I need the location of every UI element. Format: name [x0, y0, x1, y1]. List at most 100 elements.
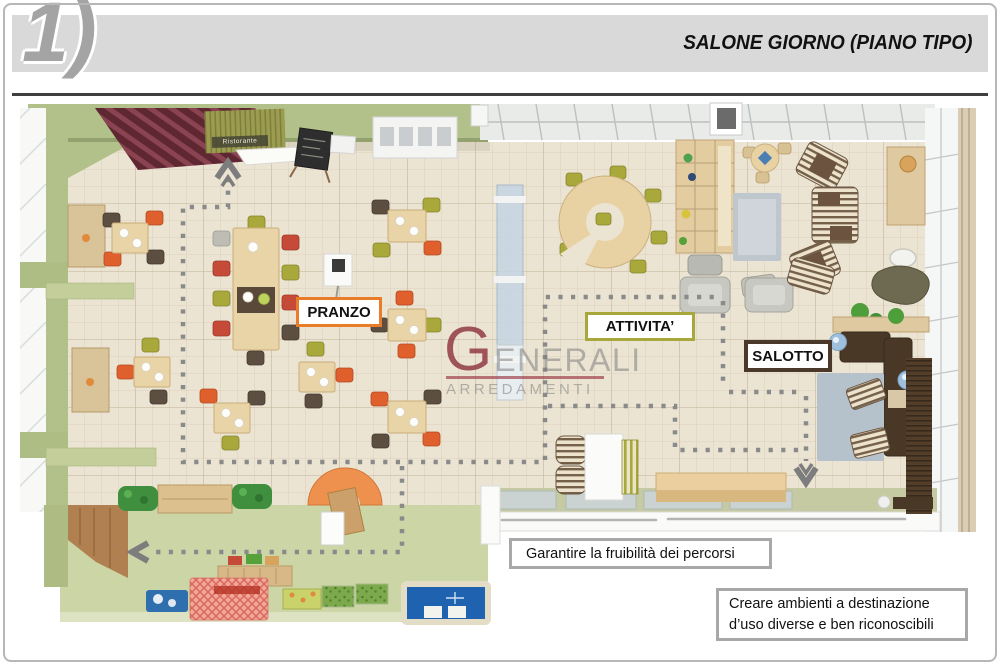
plank-lines: [227, 568, 277, 584]
glass-floor-panel: [497, 490, 557, 510]
right-curtain: [958, 108, 976, 532]
zone-label-attivita-text: ATTIVITA’: [605, 318, 675, 335]
striped-pouf: [845, 378, 887, 410]
walls: [20, 102, 976, 532]
stacked-chairs: [555, 465, 587, 495]
round-side-table: [742, 142, 792, 184]
toy-box: [265, 556, 279, 565]
stacked-chairs: [555, 435, 587, 465]
wall-ledge: [45, 282, 135, 300]
wall-column: [470, 104, 489, 127]
wall-panel: [329, 134, 357, 155]
sofa-cushion: [888, 390, 909, 408]
bench-front: [656, 490, 786, 502]
note-percorsi: Garantire la fruibilità dei percorsi: [509, 538, 772, 569]
right-window-mullions: [924, 108, 960, 532]
white-display-stand: [584, 433, 624, 501]
dining-table-group: [371, 197, 442, 258]
note-ambienti-text: Creare ambienti a destinazione d’uso div…: [729, 596, 934, 633]
plant: [118, 486, 158, 511]
media-bench: [893, 497, 933, 509]
grass-tray: [355, 583, 389, 605]
curtain-fold: [968, 108, 970, 532]
sideboard-decor: [86, 378, 94, 386]
route-arrow-up: [214, 156, 242, 180]
bookshelf: [675, 139, 735, 254]
lounge-chair: [871, 265, 930, 305]
long-banquet-table: [212, 215, 300, 366]
page-number: 1): [22, 0, 97, 79]
circulation-routes: [125, 156, 819, 564]
pattern-mat: [282, 588, 322, 610]
zone-label-salotto: SALOTTO: [744, 340, 832, 372]
gray-rug: [733, 193, 781, 261]
console-table: [832, 316, 930, 333]
armchair-cushion: [688, 284, 722, 306]
showcase-shelf: [494, 276, 526, 283]
terrace-items: [146, 554, 491, 625]
reception-desk: [307, 467, 383, 546]
dining-table-group: [199, 388, 266, 451]
dining-table-group: [116, 337, 171, 405]
mat-cushion: [168, 599, 176, 607]
floor-disc: [877, 495, 891, 509]
grass-tray: [321, 585, 355, 608]
wall-ledge: [45, 447, 157, 467]
pink-lounger: [189, 577, 269, 621]
pool-step: [424, 606, 442, 618]
zone-label-pranzo: PRANZO: [296, 297, 382, 327]
tv-slat-panel: [906, 358, 932, 514]
salotto-zone-furniture: [817, 308, 933, 514]
curtain-fold: [961, 108, 963, 532]
zone-label-pranzo-text: PRANZO: [307, 303, 371, 321]
route-dashed-path: [149, 178, 809, 555]
terrace-edge: [60, 612, 488, 622]
page-title: SALONE GIORNO (PIANO TIPO): [682, 32, 972, 54]
restaurant-sign: Ristorante: [211, 135, 269, 148]
route-arrow-down: [793, 466, 819, 489]
pouf: [687, 254, 723, 276]
route-arrow-down-inner: [798, 463, 814, 477]
top-wall-opening-inner: [717, 108, 736, 129]
balcony-white-band: [484, 511, 941, 532]
striped-sofa: [811, 186, 859, 244]
plant-shelf: [118, 484, 272, 514]
wood-panel-lines: [79, 508, 111, 568]
plant: [888, 308, 904, 324]
terrace-left-wall: [44, 505, 68, 587]
wire-chair: [889, 248, 917, 268]
dining-table-group: [298, 341, 354, 409]
rug-texture: [738, 199, 776, 255]
window-desk: [886, 146, 926, 226]
white-column: [320, 511, 345, 546]
dining-table-group: [102, 210, 165, 267]
pool-step: [448, 606, 466, 618]
glazing-mullions: [482, 103, 933, 141]
zone-label-attivita: ATTIVITA’: [585, 312, 695, 341]
header-band: [12, 15, 988, 72]
note-percorsi-text: Garantire la fruibilità dei percorsi: [526, 545, 735, 562]
note-ambienti: Creare ambienti a destinazione d’uso div…: [716, 588, 968, 641]
sideboard-decor: [82, 234, 90, 242]
sphere-highlight: [833, 337, 839, 343]
terrace-wood-corner: [68, 505, 128, 578]
sofa-arm-horizontal: [839, 331, 891, 363]
glass-showcase: [494, 184, 526, 401]
lounger-label: [214, 586, 260, 594]
dining-table-group: [370, 389, 442, 449]
pranzo-zone-furniture: [67, 108, 458, 546]
striped-armchair: [786, 257, 836, 295]
mat-cushion: [153, 594, 163, 604]
header-rule: [12, 93, 988, 96]
route-arrow-up-inner: [220, 173, 236, 187]
olive-chair-stack: [621, 439, 639, 495]
bottom-center-furniture: [555, 433, 787, 502]
white-pillar: [480, 485, 501, 545]
white-drawer-unit: [372, 116, 458, 159]
pool-lines: [446, 592, 464, 604]
plant: [232, 484, 272, 509]
horseshoe-table: [558, 165, 668, 274]
left-wall-green: [46, 108, 68, 512]
